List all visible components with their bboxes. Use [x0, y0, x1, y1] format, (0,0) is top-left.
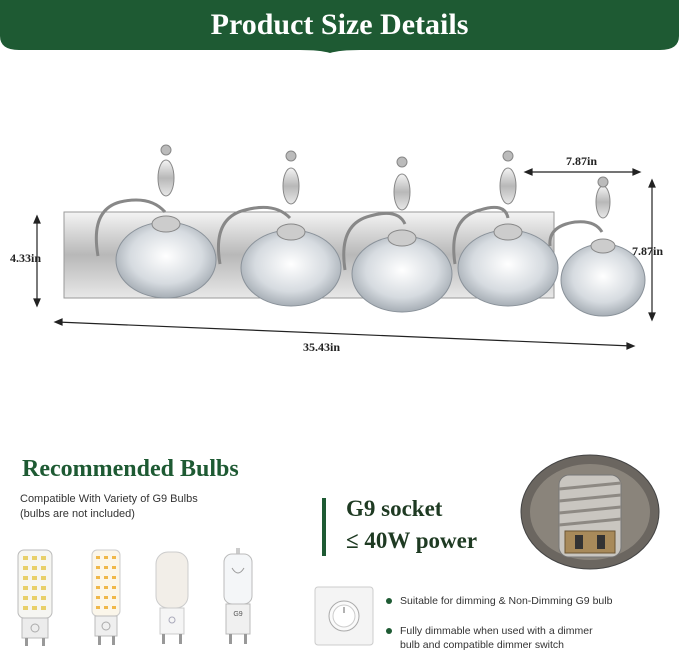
feature-text-line-1: Fully dimmable when used with a dimmer — [400, 625, 593, 637]
accent-bar — [322, 498, 326, 556]
socket-type: G9 socket — [346, 496, 443, 521]
height-label: 7.87in — [632, 244, 664, 258]
bullet-icon — [386, 628, 392, 634]
width-label: 35.43in — [303, 340, 341, 354]
backplate-height-label: 4.33in — [10, 251, 42, 265]
g9-socket-image — [520, 454, 660, 570]
frosted-g9-bulb-icon — [155, 551, 189, 644]
led-ceramic-warm-bulb-icon — [91, 549, 121, 645]
lamp-shades — [94, 144, 646, 317]
banner-background — [0, 0, 679, 53]
subtitle-line-2: (bulbs are not included) — [20, 508, 135, 520]
recommended-bulbs-heading: Recommended Bulbs — [22, 456, 239, 482]
power-rating: ≤ 40W power — [346, 528, 478, 553]
title-banner: Product Size Details — [0, 0, 679, 53]
vanity-light-fixture-image — [63, 144, 646, 317]
arm-reach-label: 7.87in — [566, 154, 598, 168]
subtitle-line-1: Compatible With Variety of G9 Bulbs — [20, 493, 198, 505]
halogen-g9-bulb-icon: G9 — [223, 548, 253, 644]
led-ceramic-bulb-icon — [17, 549, 53, 646]
bullet-icon — [386, 598, 392, 604]
dimmer-switch-image — [314, 586, 374, 646]
feature-text-line-2: bulb and compatible dimmer switch — [400, 639, 564, 651]
halogen-label: G9 — [233, 611, 242, 618]
recommended-bulbs-subtitle: Compatible With Variety of G9 Bulbs (bul… — [20, 492, 198, 522]
feature-text: Suitable for dimming & Non-Dimming G9 bu… — [400, 595, 613, 607]
dimension-arrows — [33, 168, 656, 350]
page-title: Product Size Details — [210, 8, 469, 41]
